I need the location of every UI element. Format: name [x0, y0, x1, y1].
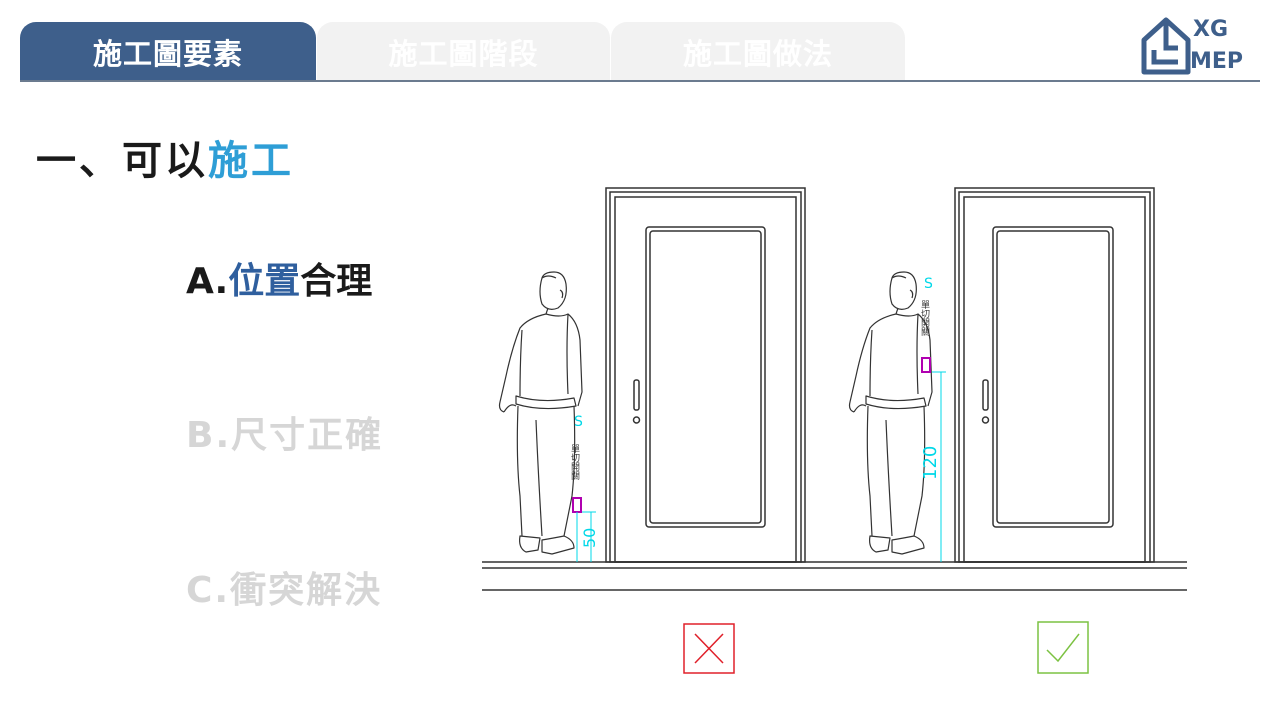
left-switch-label: 單切開關 — [569, 444, 580, 481]
tab-construction-drawing-elements[interactable]: 施工圖要素 — [20, 22, 316, 81]
tab-construction-drawing-stages[interactable]: 施工圖階段 — [317, 22, 610, 81]
right-switch-box-icon — [921, 357, 931, 373]
xg-mep-logo: XG MEP — [1140, 14, 1252, 76]
right-door — [954, 187, 1155, 563]
right-switch-label: 單切開關 — [919, 300, 930, 337]
left-switch-box-icon — [572, 497, 582, 513]
tab-divider — [20, 80, 1260, 82]
left-dimension-text: 50 — [580, 528, 599, 548]
floor-lines — [482, 561, 1187, 591]
left-switch-annotation: S 單切開關 50 — [569, 414, 599, 562]
heading-highlight: 施工 — [208, 138, 294, 184]
wrong-mark-icon — [683, 623, 735, 674]
item-a-location[interactable]: A.位置合理 — [186, 252, 372, 304]
logo-text-mep: MEP — [1190, 49, 1244, 74]
house-logo-icon — [1141, 17, 1191, 75]
left-switch-symbol: S — [574, 414, 583, 430]
item-b-dimensions[interactable]: B.尺寸正確 — [186, 415, 384, 456]
right-dimension-text: 120 — [920, 446, 941, 480]
item-c-conflicts[interactable]: C.衝突解決 — [186, 570, 383, 611]
tab-construction-drawing-methods[interactable]: 施工圖做法 — [611, 22, 905, 81]
right-switch-symbol: S — [924, 276, 933, 292]
heading-prefix: 一、可以 — [36, 138, 208, 184]
left-person-figure — [498, 271, 583, 555]
item-a-prefix: A. — [186, 261, 229, 302]
door-switch-comparison-drawing: S 單切開關 50 S 單切開關 120 — [470, 180, 1200, 680]
item-a-suffix: 合理 — [300, 261, 373, 302]
tab-bar: 施工圖要素 施工圖階段 施工圖做法 — [20, 22, 1260, 81]
right-switch-annotation: S 單切開關 120 — [919, 276, 946, 562]
right-person-figure — [848, 271, 933, 555]
left-door — [605, 187, 806, 563]
item-a-highlight: 位置 — [228, 261, 301, 302]
check-mark-icon — [1037, 621, 1089, 674]
section-heading: 一、可以施工 — [36, 128, 294, 186]
logo-text-xg: XG — [1193, 17, 1229, 42]
